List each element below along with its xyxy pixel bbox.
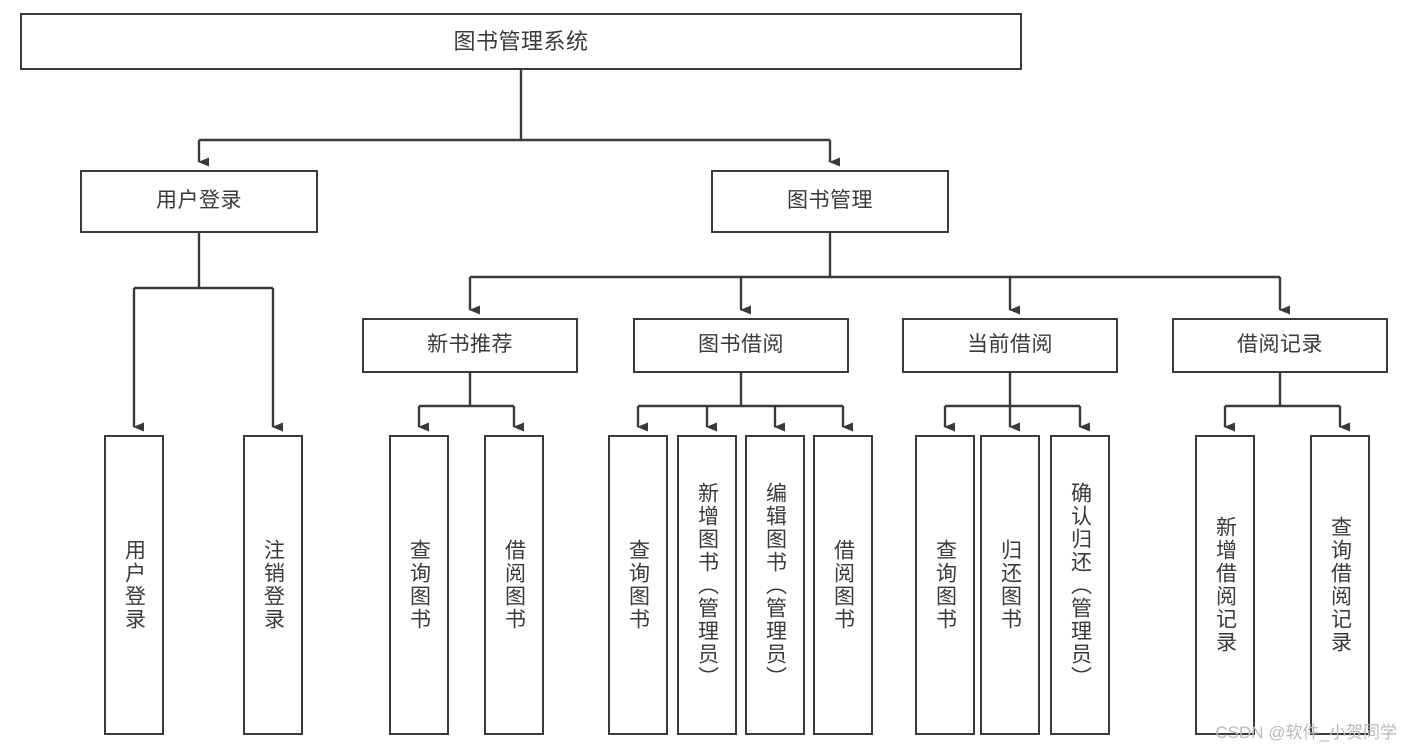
node-label: 查询图书 bbox=[626, 539, 650, 631]
node-leaf-query-borrow-record[interactable]: 查询借阅记录 bbox=[1310, 435, 1370, 735]
node-leaf-user-logout[interactable]: 注销登录 bbox=[243, 435, 303, 735]
node-label: 编辑图书（管理员） bbox=[763, 481, 787, 689]
node-root-system[interactable]: 图书管理系统 bbox=[20, 13, 1022, 70]
node-label: 借阅图书 bbox=[831, 539, 855, 631]
node-leaf-borrow-book[interactable]: 借阅图书 bbox=[813, 435, 873, 735]
node-label: 查询图书 bbox=[407, 539, 431, 631]
node-borrow-record[interactable]: 借阅记录 bbox=[1172, 318, 1388, 373]
node-label: 新增借阅记录 bbox=[1213, 516, 1237, 654]
node-new-book-recommend[interactable]: 新书推荐 bbox=[362, 318, 578, 373]
node-book-borrow[interactable]: 图书借阅 bbox=[633, 318, 849, 373]
node-label: 借阅记录 bbox=[1237, 333, 1323, 357]
node-book-manage[interactable]: 图书管理 bbox=[711, 170, 949, 233]
node-label: 图书借阅 bbox=[698, 333, 784, 357]
node-leaf-add-borrow-record[interactable]: 新增借阅记录 bbox=[1195, 435, 1255, 735]
node-label: 归还图书 bbox=[998, 539, 1022, 631]
node-label: 查询图书 bbox=[933, 539, 957, 631]
node-label: 用户登录 bbox=[156, 189, 242, 213]
node-leaf-query-book-recommend[interactable]: 查询图书 bbox=[389, 435, 449, 735]
node-leaf-add-book[interactable]: 新增图书（管理员） bbox=[677, 435, 737, 735]
node-leaf-query-book-borrow[interactable]: 查询图书 bbox=[608, 435, 668, 735]
node-label: 新书推荐 bbox=[427, 333, 513, 357]
node-label: 用户登录 bbox=[122, 539, 146, 631]
node-label: 图书管理系统 bbox=[453, 28, 589, 54]
node-label: 当前借阅 bbox=[967, 333, 1053, 357]
node-label: 查询借阅记录 bbox=[1328, 516, 1352, 654]
node-leaf-return-book[interactable]: 归还图书 bbox=[980, 435, 1040, 735]
node-label: 新增图书（管理员） bbox=[695, 481, 719, 689]
node-label: 借阅图书 bbox=[502, 539, 526, 631]
node-label: 注销登录 bbox=[261, 539, 285, 631]
node-leaf-borrow-book-recommend[interactable]: 借阅图书 bbox=[484, 435, 544, 735]
node-leaf-edit-book[interactable]: 编辑图书（管理员） bbox=[745, 435, 805, 735]
node-leaf-confirm-return[interactable]: 确认归还（管理员） bbox=[1050, 435, 1110, 735]
node-label: 图书管理 bbox=[787, 189, 873, 213]
node-leaf-query-book-current[interactable]: 查询图书 bbox=[915, 435, 975, 735]
node-current-borrow[interactable]: 当前借阅 bbox=[902, 318, 1118, 373]
node-leaf-user-login[interactable]: 用户登录 bbox=[104, 435, 164, 735]
node-label: 确认归还（管理员） bbox=[1068, 481, 1092, 689]
node-user-login[interactable]: 用户登录 bbox=[80, 170, 318, 233]
